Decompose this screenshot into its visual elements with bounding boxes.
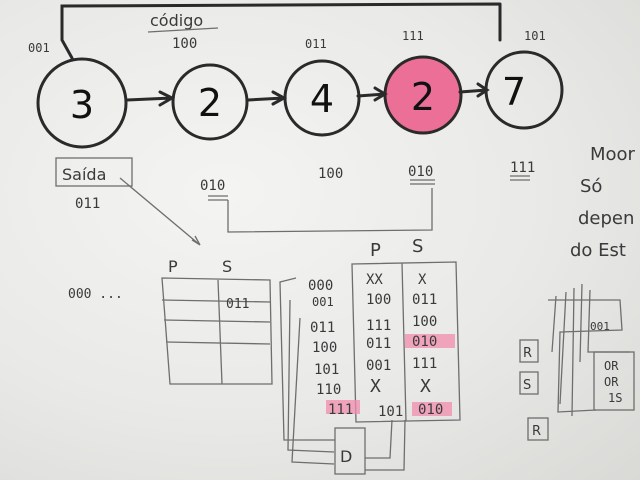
s-value: 011	[226, 297, 249, 312]
state-7: 111	[328, 402, 353, 418]
code-label: código	[150, 11, 203, 30]
highlight-111	[326, 400, 360, 414]
p-val: 100	[366, 292, 391, 308]
node-code: 011	[305, 37, 327, 51]
note-line: Moor	[590, 144, 636, 165]
note-line: do Est	[570, 240, 626, 261]
feedback-arrow	[60, 2, 502, 60]
s-val: 111	[412, 356, 437, 372]
circuit-label: S	[523, 378, 531, 393]
note-line: depen	[578, 208, 634, 229]
d-block-label: D	[340, 447, 352, 466]
p-val: 101	[378, 404, 403, 420]
col-s: S	[222, 257, 232, 276]
node-digit: 7	[502, 70, 526, 114]
state-3: 011	[310, 320, 335, 336]
state-node-0: 3	[36, 57, 128, 149]
s-val: 011	[412, 292, 437, 308]
s-val: 010	[412, 334, 437, 350]
highlight-010b	[412, 402, 452, 416]
node-digit: 2	[198, 81, 222, 125]
saida-arrow	[119, 177, 201, 246]
node-digit: 4	[310, 77, 334, 121]
circuit-label: R	[532, 424, 541, 439]
node-digit: 3	[70, 83, 94, 127]
col-p: P	[370, 240, 381, 261]
output-v4: 111	[510, 160, 535, 176]
state-4: 100	[312, 340, 337, 356]
highlight-010	[405, 334, 455, 348]
node-code: 111	[402, 29, 424, 43]
state-node-1: 2	[171, 63, 249, 141]
code-underline	[147, 27, 219, 33]
col-s: S	[412, 236, 423, 257]
state-node-2: 4 011	[283, 37, 361, 137]
node-code: 101	[524, 29, 546, 43]
s-crossed: X	[418, 272, 427, 288]
col-p: P	[168, 257, 178, 276]
circuit-label: R	[523, 346, 532, 361]
p-crossed: XX	[366, 272, 383, 288]
state-0: 000	[308, 278, 333, 294]
gate-text: OR	[604, 375, 619, 389]
saida-value: 011	[75, 196, 100, 212]
saida-box	[55, 157, 133, 187]
p-val: X	[370, 376, 381, 397]
output-bracket	[227, 188, 433, 233]
s-val: X	[420, 376, 431, 397]
moore-note: Moor Só depen do Est	[570, 144, 636, 261]
node-digit: 2	[411, 75, 435, 119]
state-node-3: 2 111	[383, 29, 463, 135]
output-v1: 010	[200, 178, 225, 194]
state-1: 001	[312, 295, 334, 309]
note-line: Só	[580, 176, 602, 197]
row-0: 000 ...	[68, 287, 123, 302]
p-val: 001	[366, 358, 391, 374]
d-block	[334, 427, 366, 475]
s-val: 100	[412, 314, 437, 330]
right-table: P S 000 001 011 100 101 110 111 XX X 100…	[308, 236, 461, 423]
output-v2: 100	[318, 166, 343, 182]
output-v3: 010	[408, 164, 433, 180]
node0-code: 001	[28, 41, 50, 55]
p-val: 111	[366, 318, 391, 334]
gate-text: 1S	[608, 391, 622, 405]
saida-label: Saída	[62, 165, 106, 184]
s-val: 010	[418, 402, 443, 418]
code-value: 100	[172, 36, 197, 52]
state-6: 110	[316, 382, 341, 398]
circuit-sketch: R S R OR OR 1S 001	[519, 283, 635, 441]
small-code: 001	[590, 320, 610, 333]
transition-arrows	[124, 82, 490, 107]
wires	[279, 277, 406, 471]
left-table: P S 000 ... 011	[68, 257, 273, 385]
state-5: 101	[314, 362, 339, 378]
gate-text: OR	[604, 359, 619, 373]
p-val: 011	[366, 336, 391, 352]
state-node-4: 7 101	[484, 29, 564, 130]
